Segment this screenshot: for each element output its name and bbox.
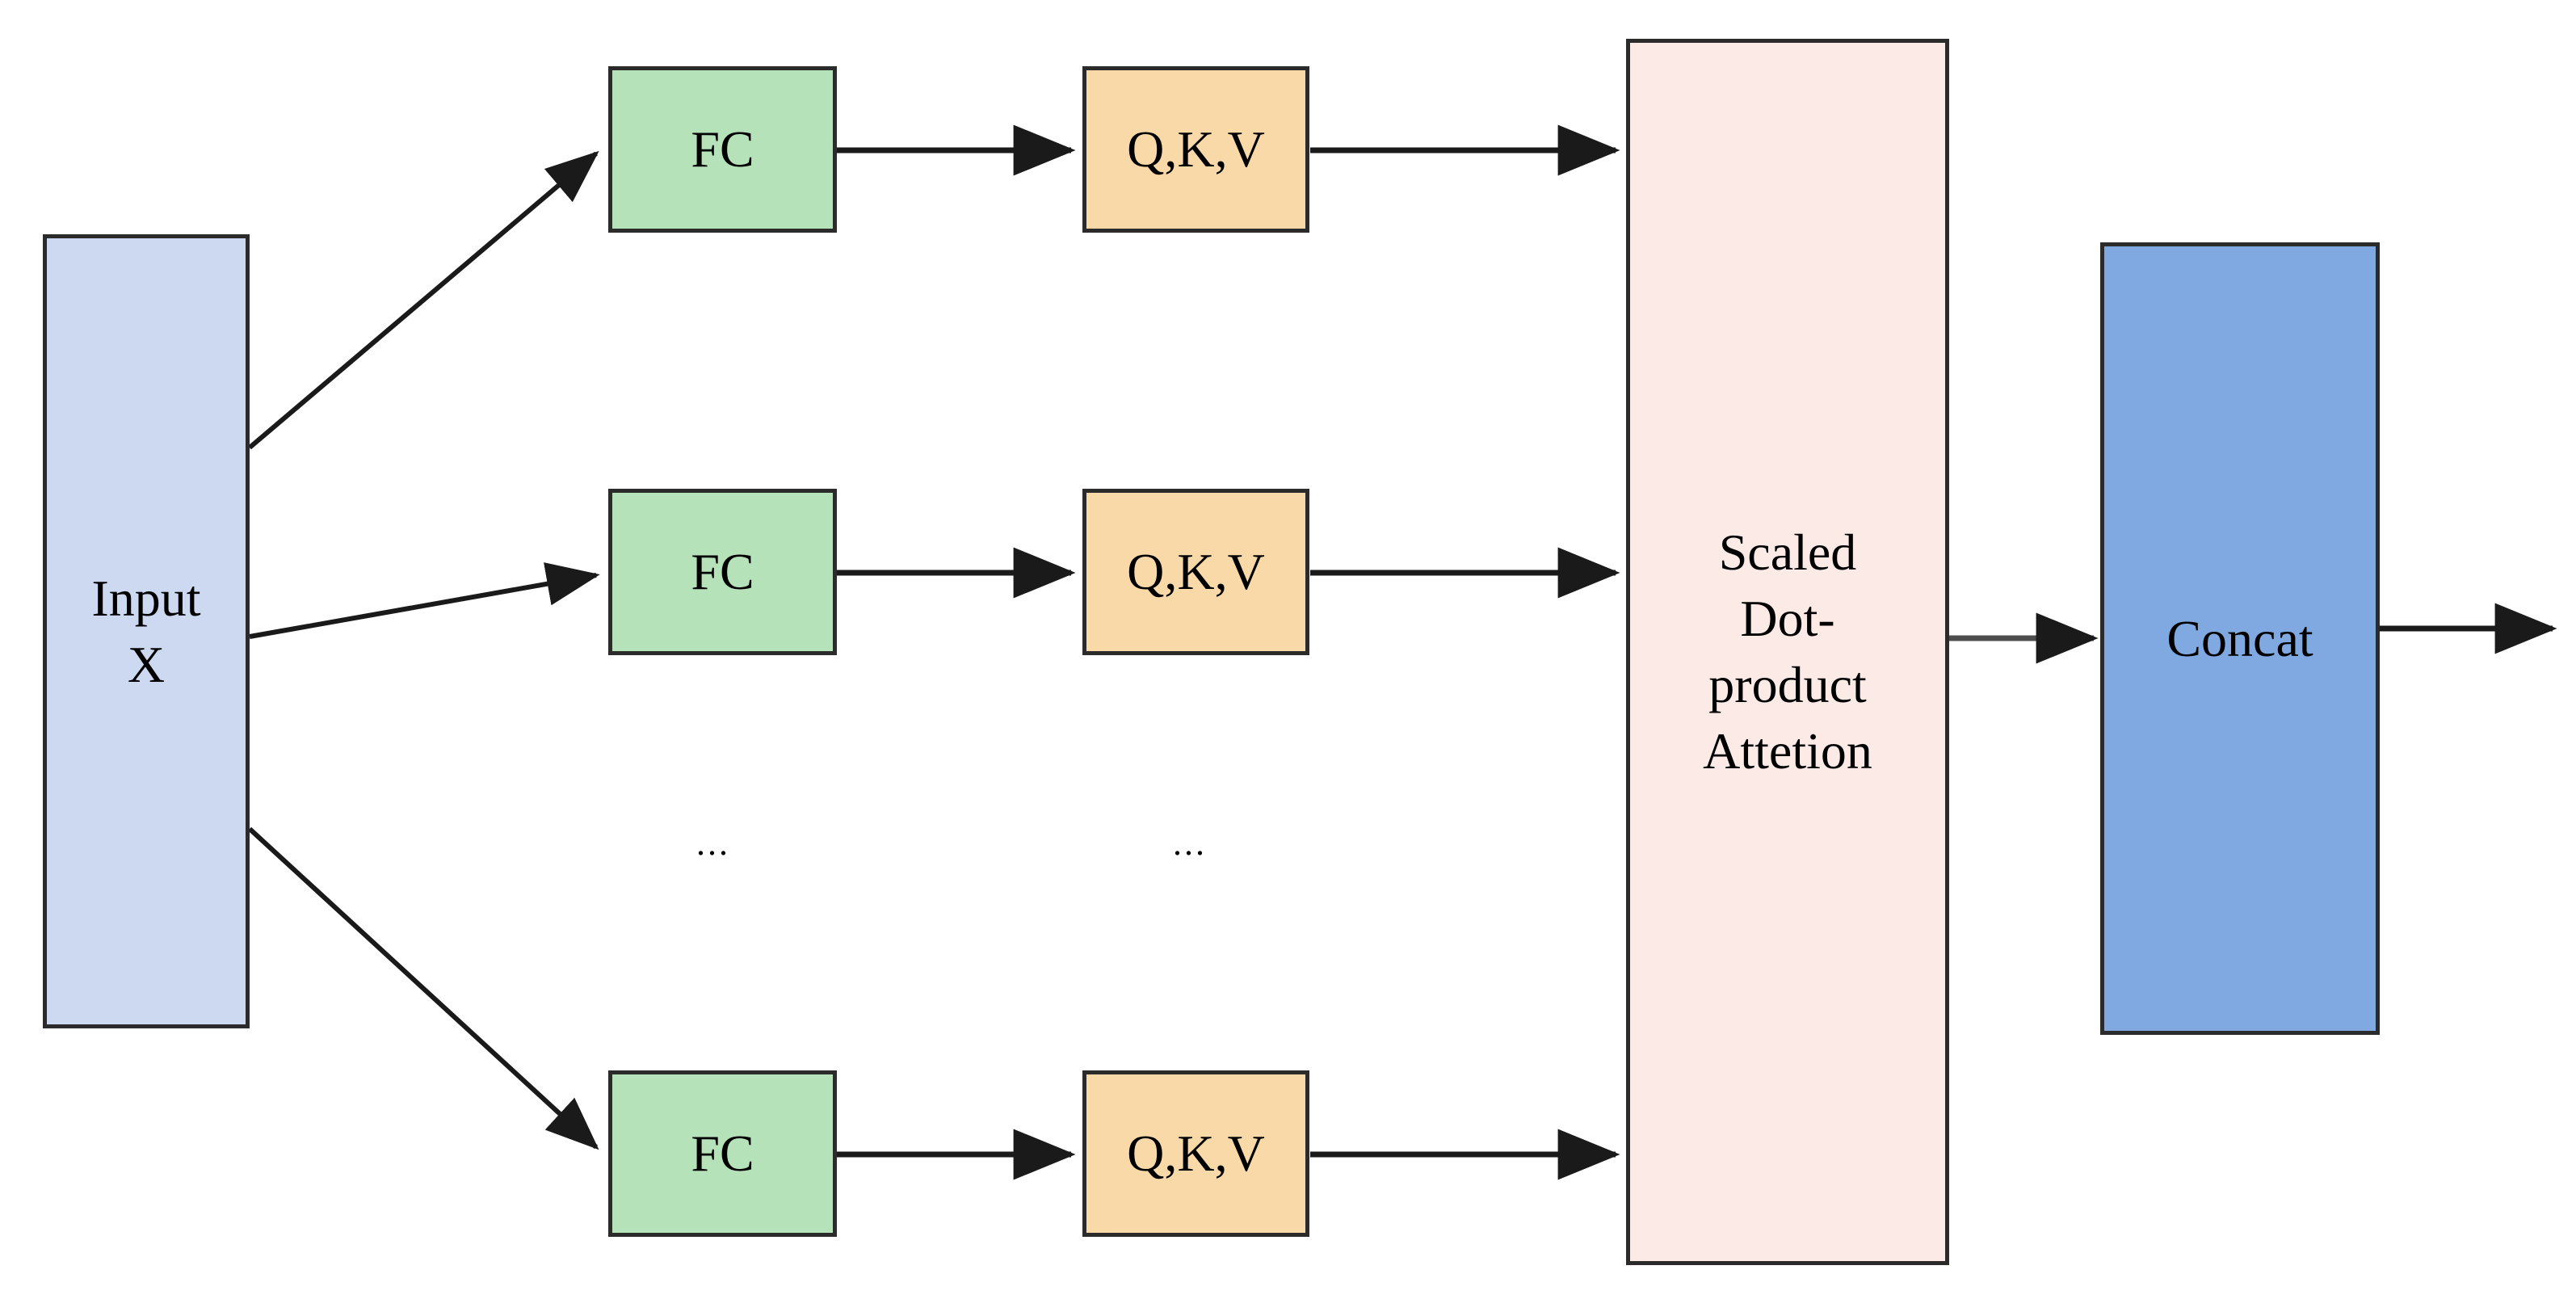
node-qkv-1[interactable]: Q,K,V [1082,66,1309,233]
node-concat-label: Concat [2166,609,2313,667]
node-input-x[interactable]: Input X [43,234,250,1028]
node-fc-1[interactable]: FC [608,66,837,233]
node-qkv-2[interactable]: Q,K,V [1082,489,1309,655]
ellipsis-qkv-column: ... [1173,823,1207,863]
edge-input-to-fc-3 [247,826,599,1150]
node-fc-2-label: FC [691,543,754,601]
node-fc-3-label: FC [691,1125,754,1183]
node-qkv-3-label: Q,K,V [1127,1125,1265,1183]
node-fc-1-label: FC [691,120,754,179]
ellipsis-fc-column: ... [696,823,730,863]
node-concat[interactable]: Concat [2100,242,2380,1035]
node-scaled-dot-product-attention-label: Scaled Dot- product Attetion [1703,523,1872,780]
node-fc-2[interactable]: FC [608,489,837,655]
node-fc-3[interactable]: FC [608,1070,837,1237]
edge-input-to-fc-1 [248,150,599,450]
node-qkv-3[interactable]: Q,K,V [1082,1070,1309,1237]
node-scaled-dot-product-attention[interactable]: Scaled Dot- product Attetion [1626,39,1949,1265]
node-qkv-1-label: Q,K,V [1127,120,1265,179]
node-qkv-2-label: Q,K,V [1127,543,1265,601]
edge-input-to-fc-2 [249,562,600,639]
node-input-x-label: Input X [91,569,201,693]
